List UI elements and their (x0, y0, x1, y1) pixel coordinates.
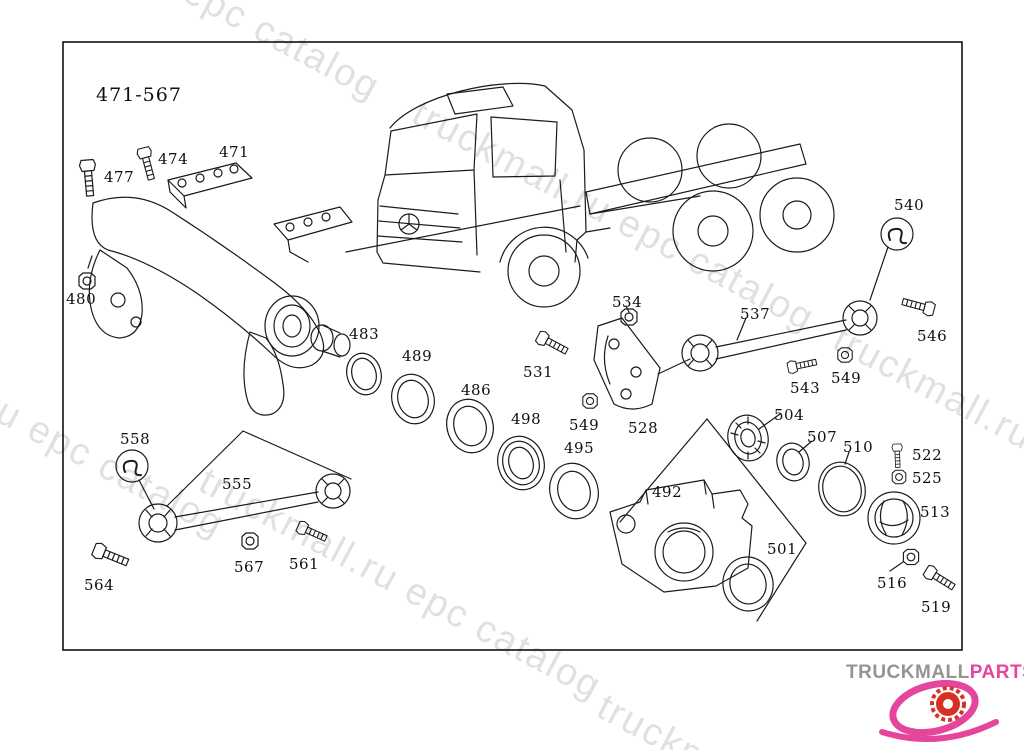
part-number-540[interactable]: 540 (894, 196, 925, 214)
bracket-528 (593, 317, 661, 410)
part-number-564[interactable]: 564 (84, 576, 115, 594)
part-number-513[interactable]: 513 (920, 503, 951, 521)
part-number-555[interactable]: 555 (222, 475, 253, 493)
part-number-501[interactable]: 501 (767, 540, 798, 558)
bearing-504 (727, 414, 769, 462)
brand-logo-text: TRUCKMALL (846, 662, 970, 683)
part-number-510[interactable]: 510 (843, 438, 874, 456)
repair-kit-marker-558[interactable] (115, 449, 149, 483)
chassis-frame (585, 143, 807, 215)
part-number-489[interactable]: 489 (402, 347, 433, 365)
ring-486 (446, 398, 494, 454)
part-number-480[interactable]: 480 (66, 290, 97, 308)
wrench-icon (122, 459, 142, 477)
repair-kit-marker-540[interactable] (880, 217, 914, 251)
leader-lines (138, 205, 904, 622)
part-number-498[interactable]: 498 (511, 410, 542, 428)
part-number-507[interactable]: 507 (807, 428, 838, 446)
cover-513 (867, 491, 921, 545)
part-number-495[interactable]: 495 (564, 439, 595, 457)
torque-rod-537 (681, 300, 878, 372)
washer-495 (549, 462, 599, 520)
part-number-477[interactable]: 477 (104, 168, 135, 186)
part-number-504[interactable]: 504 (774, 406, 805, 424)
brand-logo-accent: PARTS (969, 662, 1024, 683)
axle-bracket-assembly (78, 145, 353, 416)
torque-rod-555 (138, 473, 351, 543)
bracket-471 (167, 162, 253, 197)
part-number-528[interactable]: 528 (628, 419, 659, 437)
part-number-549-left[interactable]: 549 (569, 416, 600, 434)
rear-wheel-far-2 (696, 123, 762, 189)
part-number-558[interactable]: 558 (120, 430, 151, 448)
brand-wheel-icon (879, 680, 999, 743)
part-number-483[interactable]: 483 (349, 325, 380, 343)
part-number-522[interactable]: 522 (912, 446, 943, 464)
part-number-492[interactable]: 492 (652, 483, 683, 501)
part-number-549-right[interactable]: 549 (831, 369, 862, 387)
rear-wheel-near-1 (672, 190, 754, 272)
part-number-525[interactable]: 525 (912, 469, 943, 487)
front-wheel (507, 234, 581, 308)
axle-housing-492 (609, 479, 753, 593)
part-number-519[interactable]: 519 (921, 598, 952, 616)
truck-illustration (376, 82, 835, 308)
seal-498 (497, 435, 545, 491)
part-number-531[interactable]: 531 (523, 363, 554, 381)
ring-507 (776, 442, 810, 482)
ring-501 (722, 556, 774, 612)
wrench-icon (887, 227, 907, 245)
ring-510 (818, 461, 866, 517)
part-number-516[interactable]: 516 (877, 574, 908, 592)
part-number-486[interactable]: 486 (461, 381, 492, 399)
part-number-546[interactable]: 546 (917, 327, 948, 345)
ring-489 (391, 373, 435, 425)
part-number-537[interactable]: 537 (740, 305, 771, 323)
diagram-border (62, 41, 963, 651)
ring-483 (346, 352, 382, 396)
rear-wheel-near-2 (759, 177, 835, 253)
part-number-471[interactable]: 471 (219, 143, 250, 161)
part-number-474[interactable]: 474 (158, 150, 189, 168)
part-number-567[interactable]: 567 (234, 558, 265, 576)
part-number-543[interactable]: 543 (790, 379, 821, 397)
part-number-561[interactable]: 561 (289, 555, 320, 573)
part-number-534[interactable]: 534 (612, 293, 643, 311)
page-title: 471-567 (96, 84, 182, 106)
brand-logo: TRUCKMALLPARTS (846, 662, 1024, 684)
